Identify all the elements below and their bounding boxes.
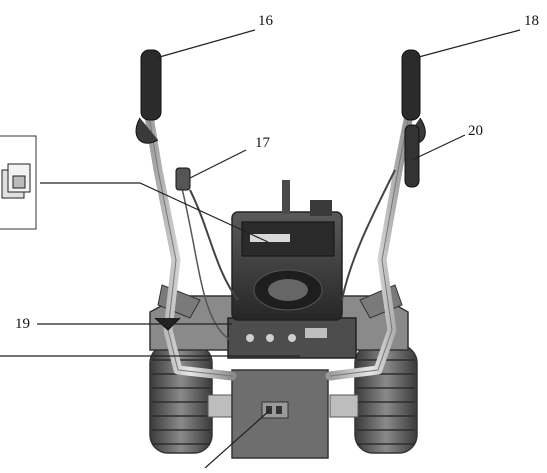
inset-box [0, 135, 37, 230]
callout-16: 16 [258, 13, 273, 29]
callout-19: 19 [15, 316, 30, 332]
left-handlebar [143, 105, 237, 381]
callout-20: 20 [468, 123, 483, 139]
engine [231, 180, 343, 321]
right-control-lever [404, 124, 420, 188]
leader-lines [0, 29, 521, 469]
right-handlebar [325, 105, 415, 381]
gearbox [231, 369, 329, 459]
callout-18: 18 [524, 13, 539, 29]
control-panel [227, 317, 357, 359]
left-grip [135, 49, 162, 144]
left-wheel [149, 344, 213, 454]
right-wheel [354, 344, 418, 454]
left-control-lever [175, 167, 191, 191]
callout-17: 17 [255, 135, 270, 151]
